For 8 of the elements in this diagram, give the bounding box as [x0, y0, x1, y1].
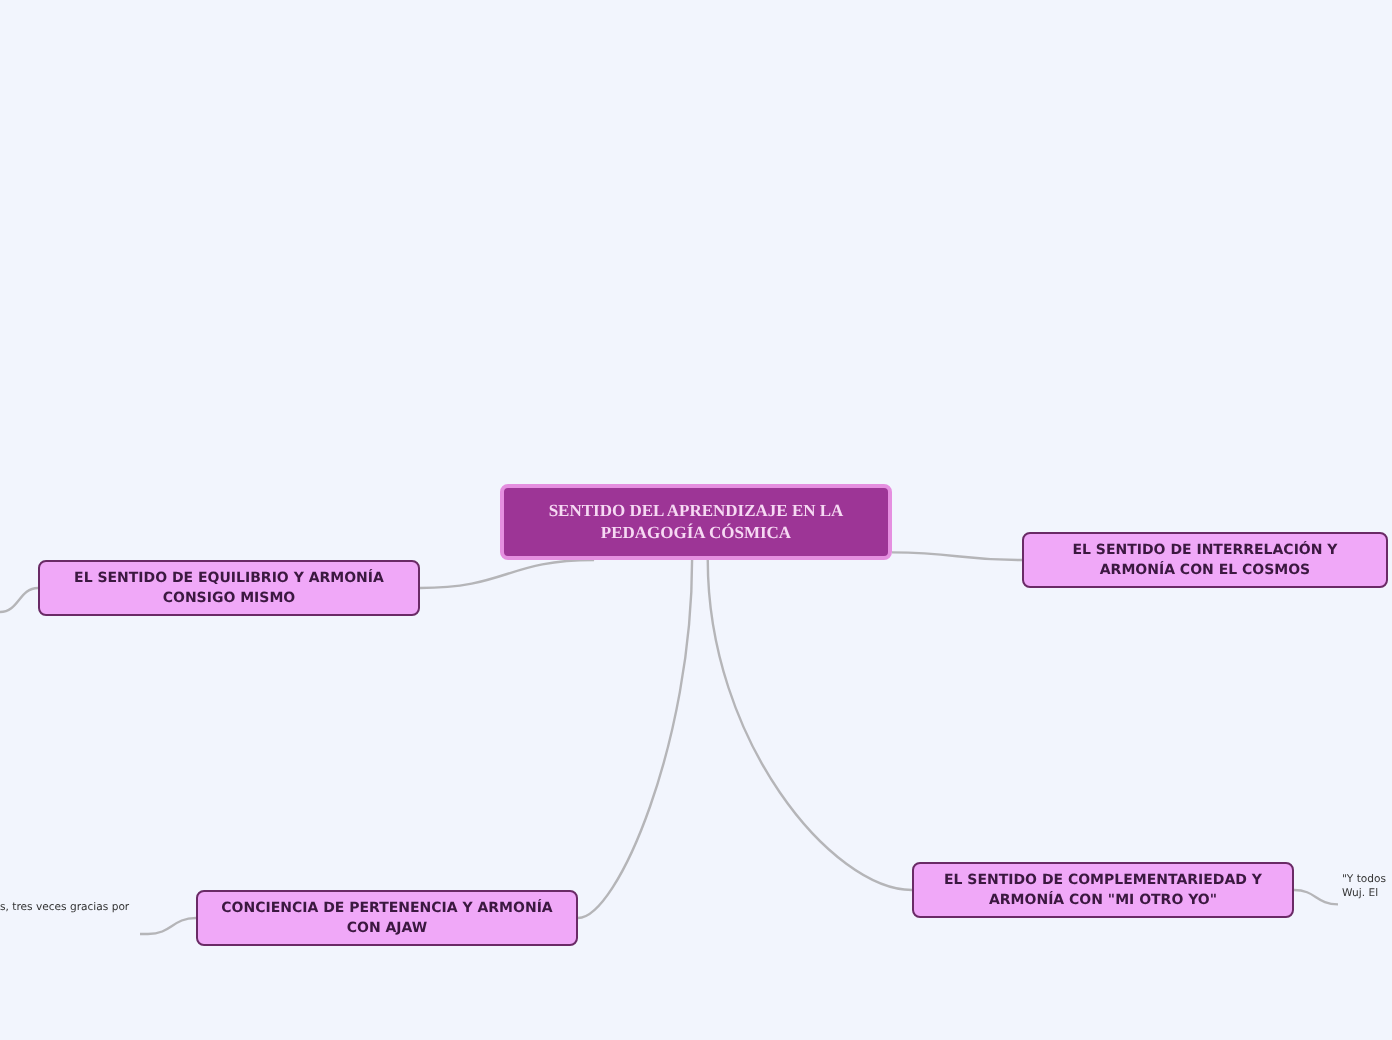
connector-line	[140, 916, 197, 936]
connector-line	[892, 551, 1022, 562]
connector-line	[0, 586, 39, 614]
central-topic-box: SENTIDO DEL APRENDIZAJE EN LA PEDAGOGÍA CÓSMICA	[500, 484, 892, 560]
connector-line	[577, 559, 694, 920]
connector-line	[1293, 888, 1339, 906]
connector-line	[706, 559, 913, 892]
connector-line	[419, 558, 595, 590]
